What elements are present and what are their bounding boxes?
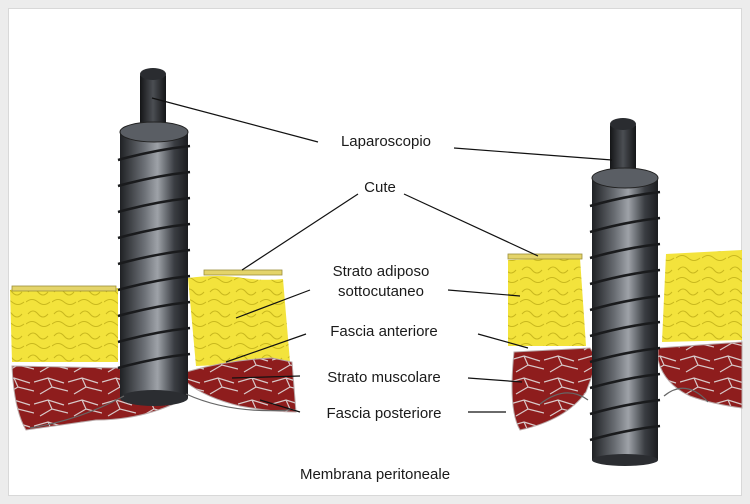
skin-strip-left-inner [204,270,282,275]
trocar-left [118,68,190,406]
label-fat-line1: Strato adiposo [333,263,430,280]
label-posterior-fascia: Fascia posteriore [326,405,441,422]
trocar-right [590,118,660,466]
label-anterior-fascia: Fascia anteriore [330,323,438,340]
label-laparoscope: Laparoscopio [341,133,431,150]
fat-layer-left-outer [10,286,118,362]
fat-layer-left-inner [188,276,290,366]
fat-layer-right-left [508,258,586,346]
label-muscle: Strato muscolare [327,369,440,386]
label-skin: Cute [364,179,396,196]
skin-strip-left-outer [12,286,116,291]
figure-caption: Membrana peritoneale [0,466,750,483]
fat-layer-right-right [662,250,742,342]
skin-strip-right [508,254,582,259]
label-fat-line2: sottocutaneo [338,283,424,300]
